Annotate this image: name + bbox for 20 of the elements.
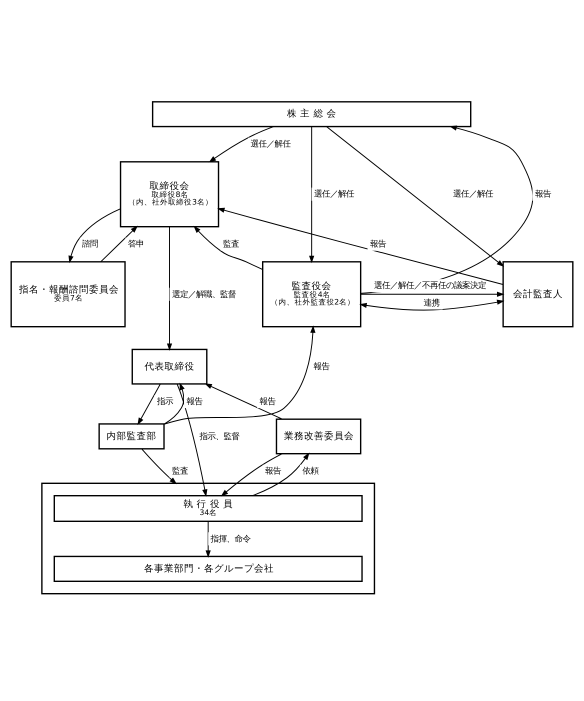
edge-label: 指揮、命令: [210, 533, 251, 544]
edge-label: 監査: [223, 238, 239, 249]
edge-label: 報告: [370, 238, 386, 249]
edge-label: 報告: [260, 396, 276, 406]
edge-label: 依頼: [302, 466, 318, 476]
edge-label: 監査: [172, 466, 188, 476]
edge-label: 選任／解任／不再任の議案決定: [374, 280, 486, 290]
edge-label: 報告: [265, 466, 282, 476]
edge-label: 報告: [313, 361, 330, 372]
edge-label: 選任／解任: [250, 138, 291, 149]
edge-label: 連携: [424, 297, 440, 308]
edge-label: 選任／解任: [314, 188, 354, 199]
edge-label: 諮問: [82, 238, 98, 249]
edge-label: 指示: [156, 396, 173, 406]
edge-label: 選任／解任: [452, 188, 493, 199]
edge-label: 報告: [186, 396, 202, 406]
edge-label: 報告: [534, 188, 551, 199]
edge-label: 指示、監督: [200, 430, 240, 441]
edge-label: 選定／解職、監督: [172, 288, 236, 299]
edge-label: 答申: [128, 238, 144, 249]
